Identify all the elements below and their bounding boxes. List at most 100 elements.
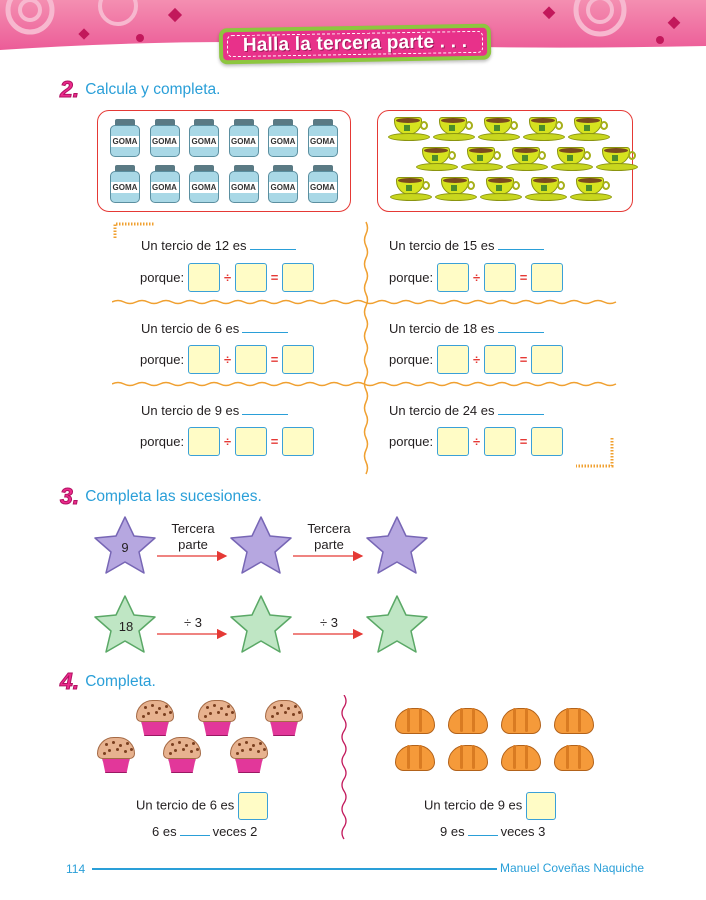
bread-roll-icon <box>395 743 435 771</box>
arrow-3-label: ÷ 3 <box>184 615 202 630</box>
right-times-blank[interactable] <box>467 824 498 836</box>
dividend-box[interactable] <box>188 345 221 374</box>
glue-jar-icon: GOMA <box>307 119 338 157</box>
divisor-box[interactable] <box>484 263 517 292</box>
answer-blank[interactable] <box>242 403 289 415</box>
left-times-blank[interactable] <box>179 824 210 836</box>
right-answer-box[interactable] <box>526 792 557 820</box>
quotient-box[interactable] <box>282 263 315 292</box>
teacup-icon <box>568 115 610 141</box>
bread-roll-icon <box>554 743 594 771</box>
quotient-box[interactable] <box>531 345 564 374</box>
dividend-box[interactable] <box>437 427 470 456</box>
section-4-number: 4. <box>59 668 80 694</box>
muffin-icon <box>97 737 135 775</box>
quotient-box[interactable] <box>531 263 564 292</box>
star-row-1 <box>94 516 428 574</box>
dividend-box[interactable] <box>437 263 470 292</box>
exercise-3-equation: porque: ÷ = <box>140 345 315 374</box>
glue-jar-icon: GOMA <box>189 119 219 157</box>
jars-picture: GOMA GOMA GOMA GOMA GOMA GOMA GOMA GOMA GOMA GOMA… <box>97 110 351 212</box>
dividend-box[interactable] <box>188 427 221 456</box>
exercise-1-equation: porque: ÷ = <box>140 263 315 292</box>
bread-roll-icon <box>448 706 488 734</box>
glue-jar-icon: GOMA <box>149 119 180 157</box>
footer-author: Manuel Coveñas Naquiche <box>500 861 645 875</box>
arrow-2-label: Tercera parte <box>307 521 351 552</box>
page-title-box: Halla la tercera parte . . . <box>218 23 492 65</box>
glue-jar-icon: GOMA <box>110 165 140 203</box>
exercise-grid-dividers <box>112 221 617 475</box>
answer-blank[interactable] <box>242 321 289 333</box>
glue-jar-icon: GOMA <box>268 165 298 203</box>
quotient-box[interactable] <box>531 427 564 456</box>
teacup-icon <box>390 175 432 201</box>
exercise-1-statement: Un tercio de 12 es <box>141 238 296 253</box>
quotient-box[interactable] <box>282 427 315 456</box>
answer-blank[interactable] <box>497 321 544 333</box>
page-number: 114 <box>66 862 86 876</box>
section-4-divider <box>341 695 347 840</box>
dividend-box[interactable] <box>437 345 470 374</box>
muffin-icon <box>265 700 303 738</box>
divisor-box[interactable] <box>484 345 517 374</box>
teacup-icon <box>461 145 503 171</box>
glue-jar-icon: GOMA <box>110 119 140 157</box>
star-end-green <box>366 595 428 653</box>
star-start-purple <box>94 516 156 574</box>
quotient-box[interactable] <box>282 345 315 374</box>
dividend-box[interactable] <box>188 263 221 292</box>
arrow-4-label: ÷ 3 <box>320 615 338 630</box>
answer-blank[interactable] <box>497 238 544 250</box>
teacup-icon <box>416 145 458 171</box>
glue-jar-icon: GOMA <box>149 165 180 203</box>
left-answer-box[interactable] <box>238 792 269 820</box>
divisor-box[interactable] <box>484 427 517 456</box>
teacup-icon <box>523 115 565 141</box>
bread-roll-icon <box>501 706 541 734</box>
glue-jar-icon: GOMA <box>228 119 259 157</box>
star-4-value: 18 <box>118 619 134 634</box>
divisor-box[interactable] <box>235 427 268 456</box>
teacup-icon <box>435 175 477 201</box>
teacup-icon <box>570 175 612 201</box>
section-4-instruction: Completa. <box>85 672 156 690</box>
muffin-icon <box>136 700 174 738</box>
glue-jar-icon: GOMA <box>307 165 338 203</box>
glue-jar-icon: GOMA <box>228 165 259 203</box>
teacup-icon <box>551 145 593 171</box>
star-1-value: 9 <box>121 540 129 555</box>
answer-blank[interactable] <box>249 238 296 250</box>
teacup-icon <box>433 115 475 141</box>
section-4-heading: 4. Completa. <box>59 668 156 694</box>
star-middle-green <box>230 595 292 653</box>
page-title: Halla la tercera parte . . . <box>242 31 468 56</box>
muffin-icon <box>198 700 236 738</box>
section-2-number: 2. <box>59 76 80 102</box>
exercise-6-equation: porque: ÷ = <box>389 427 564 456</box>
left-statement: Un tercio de 6 es <box>136 792 269 820</box>
divisor-box[interactable] <box>235 263 268 292</box>
right-statement: Un tercio de 9 es <box>424 792 557 820</box>
muffin-icon <box>163 737 201 775</box>
bread-roll-icon <box>448 743 488 771</box>
exercise-2-equation: porque: ÷ = <box>389 263 564 292</box>
teacup-icon <box>478 115 520 141</box>
teacup-icon <box>596 145 638 171</box>
cups-picture <box>377 110 638 212</box>
star-row-2 <box>94 595 428 653</box>
section-2-instruction: Calcula y completa. <box>85 80 221 98</box>
sequence-diagram <box>94 516 428 653</box>
exercise-5-statement: Un tercio de 9 es <box>141 403 289 418</box>
bread-roll-icon <box>554 706 594 734</box>
star-start-green <box>94 595 156 653</box>
section-3-instruction: Completa las sucesiones. <box>85 487 262 505</box>
section-3-heading: 3. Completa las sucesiones. <box>59 484 262 508</box>
footer-rule <box>92 868 497 870</box>
header-banner <box>0 0 706 50</box>
divisor-box[interactable] <box>235 345 268 374</box>
answer-blank[interactable] <box>497 403 544 415</box>
exercise-4-equation: porque: ÷ = <box>389 345 564 374</box>
